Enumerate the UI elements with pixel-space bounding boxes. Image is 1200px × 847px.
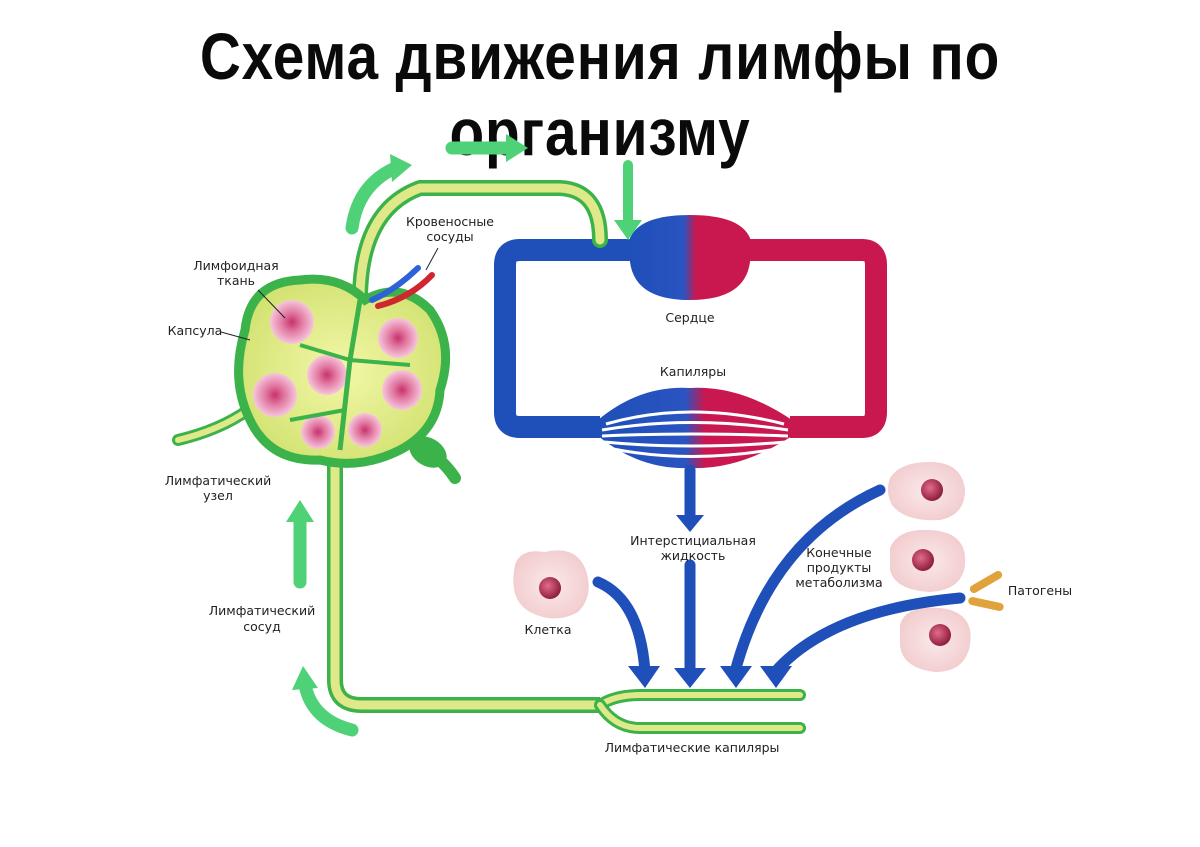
interstitial-flow-arrows [592,464,966,678]
label-lymphoid-tissue-2: ткань [217,273,255,288]
heart [630,215,750,300]
lymph-flow-arrows [286,134,642,737]
arrowheads [628,515,792,688]
label-interstitial-fluid-2: жидкость [661,548,726,563]
label-capsule: Капсула [168,323,223,338]
blood-capillaries [598,387,792,469]
label-lymph-capillaries: Лимфатические капиляры [605,740,780,755]
cell-top [887,462,965,521]
cell-left [513,550,589,619]
label-pathogens: Патогены [1008,583,1072,598]
label-lymph-vessel-1: Лимфатический [209,603,315,618]
labels: Лимфоидная ткань Кровеносные сосуды Капс… [165,214,1072,755]
follicles [253,300,422,449]
pathogens-icon [968,571,1004,611]
cells [513,462,971,672]
label-heart: Сердце [665,310,715,325]
lymph-vessels [172,180,806,734]
label-capillaries: Капиляры [660,364,726,379]
label-metabolism-1: Конечные [806,545,872,560]
cell-middle [890,529,966,592]
label-lymph-vessel-2: сосуд [243,619,280,634]
label-blood-vessels-1: Кровеносные [406,214,494,229]
label-lymph-node-1: Лимфатический [165,473,271,488]
label-interstitial-fluid-1: Интерстициальная [630,533,756,548]
lymph-node [234,274,451,468]
label-blood-vessels-2: сосуды [426,229,473,244]
label-lymph-node-2: узел [203,488,233,503]
leader-lines [220,247,439,341]
blood-circulation [494,215,887,469]
cell-bottom [900,607,971,672]
label-lymphoid-tissue-1: Лимфоидная [193,258,278,273]
label-cell: Клетка [524,622,571,637]
node-blood-vessels [369,265,435,309]
label-metabolism-3: метаболизма [795,575,882,590]
label-metabolism-2: продукты [807,560,872,575]
page-title: Схема движения лимфы по организму [199,19,1001,169]
